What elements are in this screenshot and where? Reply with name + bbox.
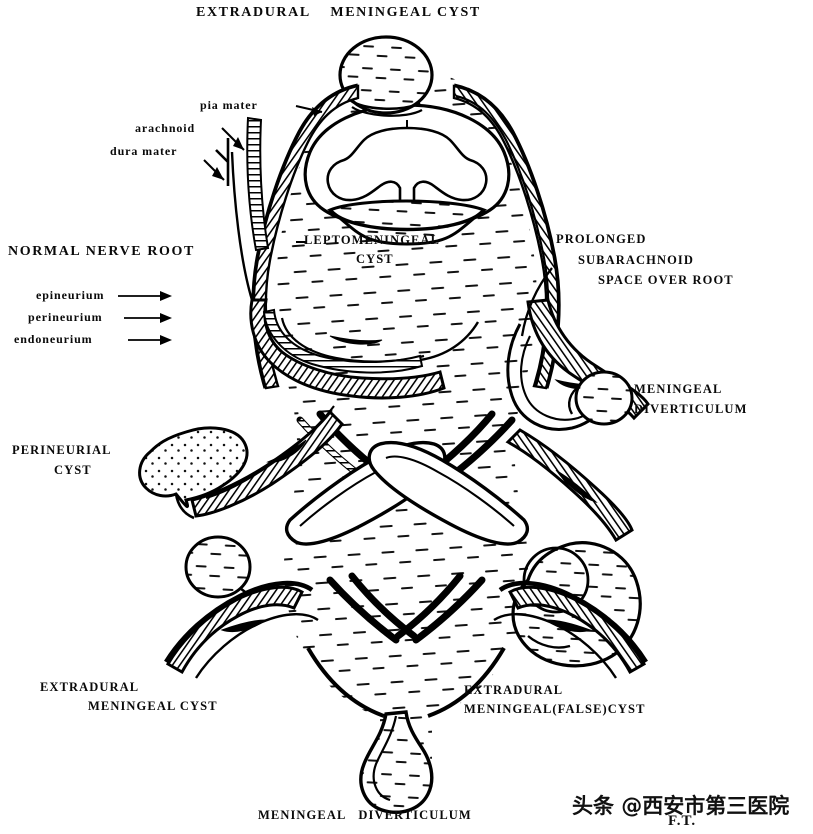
perineurial-cyst-body xyxy=(138,426,249,509)
label-perineurial-cyst-line2: CYST xyxy=(54,463,92,477)
nerve-root-sheath-outer-L1 xyxy=(249,298,446,400)
arrow-pia-mater xyxy=(312,107,322,116)
lower-right-sheath-outer xyxy=(498,580,648,664)
cord-ventral-edge xyxy=(328,208,486,232)
anterior-median-fissure xyxy=(327,199,488,246)
watermark-signature: F.T. xyxy=(668,813,697,829)
perineurial-nerve-dark xyxy=(266,439,307,463)
label-perineurium: perineurium xyxy=(28,310,103,324)
label-extradural-cyst-left-line1: EXTRADURAL xyxy=(40,680,140,694)
label-extradural-false-cyst-line2: MENINGEAL(FALSE)CYST xyxy=(464,702,646,716)
spinal-cord xyxy=(303,103,511,230)
label-prolonged: PROLONGED xyxy=(556,232,647,246)
thecal-sac-group xyxy=(118,35,650,814)
leader-lines xyxy=(118,105,323,345)
psas-long-thin-dura xyxy=(520,267,553,337)
watermark-text: 头条 @西安市第三医院 xyxy=(572,794,790,818)
label-extradural-cyst-left-line2: MENINGEAL CYST xyxy=(88,699,218,713)
right-mid-sleeve-inner xyxy=(385,455,515,527)
diverticulum-neck xyxy=(568,384,581,415)
meningeal-diverticulum-right xyxy=(568,370,634,426)
normal-nerve-root xyxy=(249,298,480,400)
label-meningeal-diverticulum-line1: MENINGEAL xyxy=(634,382,723,396)
arrow-epineurium xyxy=(160,291,172,301)
terminal-meningeal-diverticulum xyxy=(306,646,506,814)
nerve-fiber-dark-L1 xyxy=(329,335,383,345)
terminal-sac xyxy=(359,710,434,814)
right-mid-sleeve-outline xyxy=(367,440,530,546)
label-perineurial-cyst-line1: PERINEURIAL xyxy=(12,443,112,457)
rootlet-R2a xyxy=(412,576,486,644)
terminal-sac-inner xyxy=(372,715,398,802)
label-pia-mater: pia mater xyxy=(200,98,258,112)
perineurial-root-inner xyxy=(205,405,335,500)
label-epineurium: epineurium xyxy=(36,288,105,302)
nerve-root-band-L1 xyxy=(262,308,424,374)
lower-left-nerve-sheath xyxy=(164,580,319,679)
rootlet-L2a xyxy=(326,576,400,644)
arrow-dura-mater xyxy=(212,167,224,180)
caudal-left-wall xyxy=(306,646,385,718)
dura-band-right xyxy=(452,84,560,390)
label-space-over-root: SPACE OVER ROOT xyxy=(598,273,734,287)
arrow-endoneurium xyxy=(160,335,172,345)
lower-right-nerve-sheath xyxy=(493,580,648,679)
nerve-root-canal-entry-L xyxy=(419,321,480,362)
title-top: EXTRADURAL MENINGEAL CYST xyxy=(196,5,481,20)
perineurial-cyst xyxy=(138,405,344,520)
arrow-perineurium xyxy=(160,313,172,323)
label-subarachnoid: SUBARACHNOID xyxy=(578,253,694,267)
false-cyst-small xyxy=(522,546,590,614)
lower-right-sheath-inner xyxy=(493,613,618,679)
rootlets-right-lower xyxy=(394,572,486,644)
arrow-arachnoid xyxy=(233,137,244,150)
rootlet-R2b xyxy=(394,572,464,640)
dura-bracket xyxy=(215,138,230,186)
title-bottom: MENINGEAL DIVERTICULUM xyxy=(258,808,472,822)
label-arachnoid: arachnoid xyxy=(135,121,196,135)
cyst-neck xyxy=(349,98,421,111)
label-normal-nerve-root: NORMAL NERVE ROOT xyxy=(8,244,195,259)
lower-left-sheath-inner xyxy=(194,613,319,679)
label-endoneurium: endoneurium xyxy=(14,332,93,346)
label-extradural-false-cyst-line1: EXTRADURAL xyxy=(464,683,564,697)
extradural-meningeal-cyst-top xyxy=(338,35,434,117)
right-mid-sheath-dark xyxy=(555,469,598,504)
right-mid-nerve-sheath xyxy=(505,428,634,543)
perineurial-cyst-tail xyxy=(174,493,195,520)
label-meningeal-diverticulum-line2: DIVERTICULUM xyxy=(634,402,748,416)
label-leptomeningeal-cyst-line1: LEPTOMENINGEAL xyxy=(304,233,441,247)
caudal-right-wall xyxy=(427,646,506,718)
lower-left-sheath-outer xyxy=(164,580,314,664)
dura-hatch-upper-left xyxy=(246,116,270,252)
label-leptomeningeal-cyst-line2: CYST xyxy=(356,252,394,266)
label-dura-mater: dura mater xyxy=(110,144,178,158)
cyst-neck-2 xyxy=(351,106,423,117)
false-cyst-fold xyxy=(527,635,571,649)
